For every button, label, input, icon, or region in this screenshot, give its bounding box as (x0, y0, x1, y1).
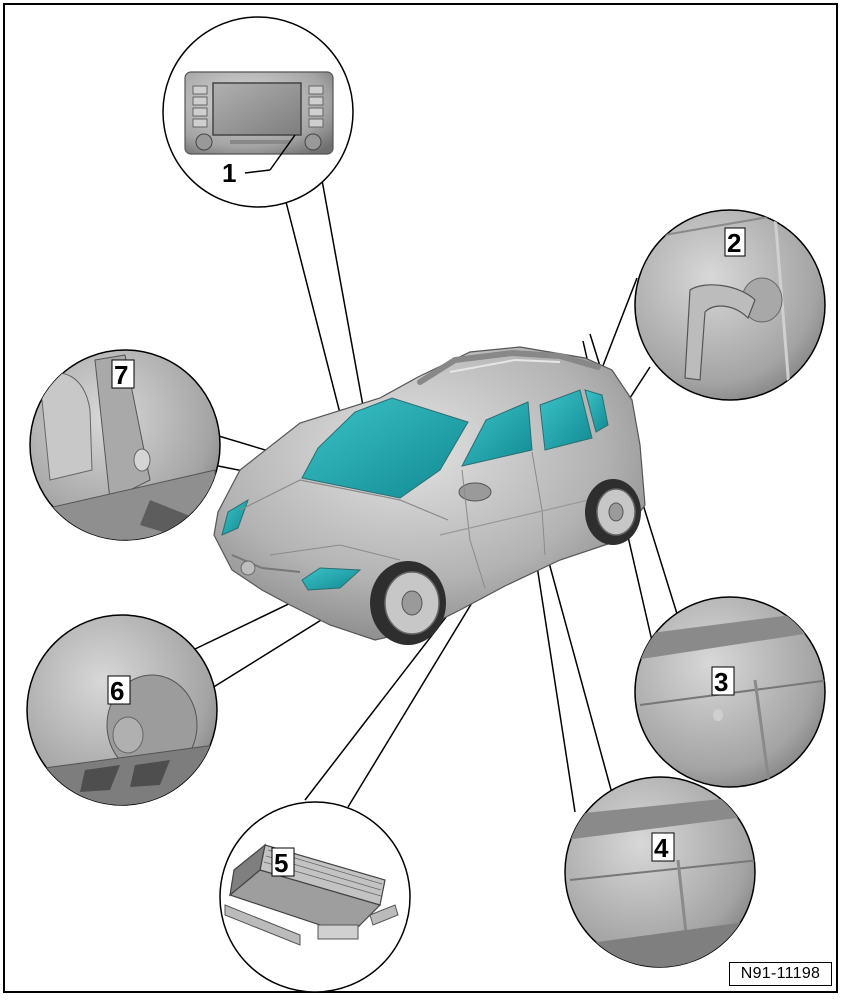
callout-7-label: 7 (114, 360, 128, 390)
detail-5-control-module: 5 (220, 802, 410, 992)
callout-2-label: 2 (727, 228, 741, 258)
callout-3-label: 3 (714, 667, 728, 697)
detail-2-roof-handle: 2 (635, 210, 825, 400)
callout-6-label: 6 (110, 676, 124, 706)
callout-5-label: 5 (274, 848, 288, 878)
callout-4-label: 4 (654, 833, 669, 863)
figure-reference-code: N91-11198 (729, 962, 832, 986)
callout-1-label: 1 (222, 158, 236, 188)
detail-3-sill-panel: 3 (635, 597, 830, 790)
detail-7-a-pillar: 7 (30, 350, 220, 540)
detail-6-door-trim: 6 (27, 615, 220, 810)
vehicle-illustration (214, 347, 645, 645)
detail-4-sill-panel-rear: 4 (565, 777, 760, 970)
detail-1-radio-unit: 1 (163, 17, 353, 207)
